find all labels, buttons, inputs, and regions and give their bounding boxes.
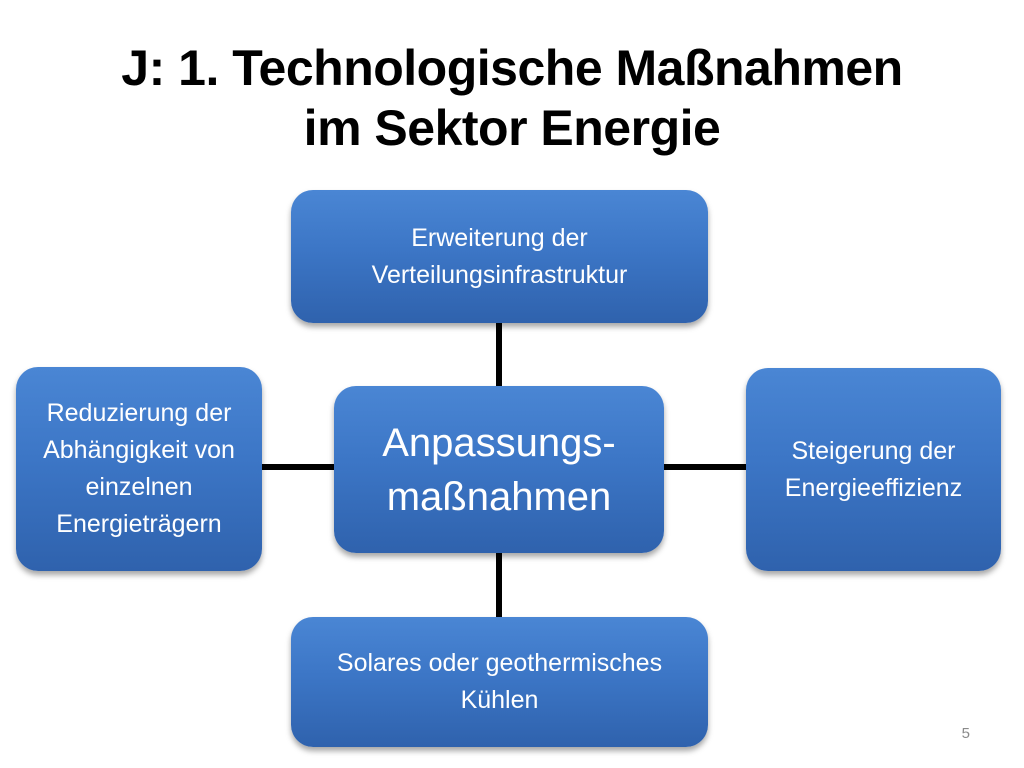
slide-title-line-1: J: 1. Technologische Maßnahmen (121, 40, 903, 96)
node-adaptation-measures: Anpassungs-maßnahmen (334, 386, 664, 553)
node-energy-efficiency-label: Steigerung der Energieeffizienz (784, 436, 963, 502)
node-adaptation-measures-label: Anpassungs-maßnahmen (382, 420, 616, 519)
node-solar-geothermal-cooling-label: Solares oder geothermisches Kühlen (336, 649, 663, 714)
slide-title-line-2: im Sektor Energie (303, 100, 721, 156)
node-energy-carrier-dependency-label: Reduzierung der Abhängigkeit von einzeln… (43, 399, 235, 538)
slide-title: J: 1. Technologische Maßnahmen im Sektor… (40, 38, 984, 158)
page-number: 5 (961, 725, 970, 742)
node-energy-efficiency: Steigerung der Energieeffizienz (746, 368, 1001, 571)
node-distribution-infrastructure: Erweiterung der Verteilungsinfrastruktur (291, 190, 708, 323)
node-energy-carrier-dependency: Reduzierung der Abhängigkeit von einzeln… (16, 367, 262, 571)
node-distribution-infrastructure-label: Erweiterung der Verteilungsinfrastruktur (371, 223, 628, 289)
node-solar-geothermal-cooling: Solares oder geothermisches Kühlen (291, 617, 708, 747)
